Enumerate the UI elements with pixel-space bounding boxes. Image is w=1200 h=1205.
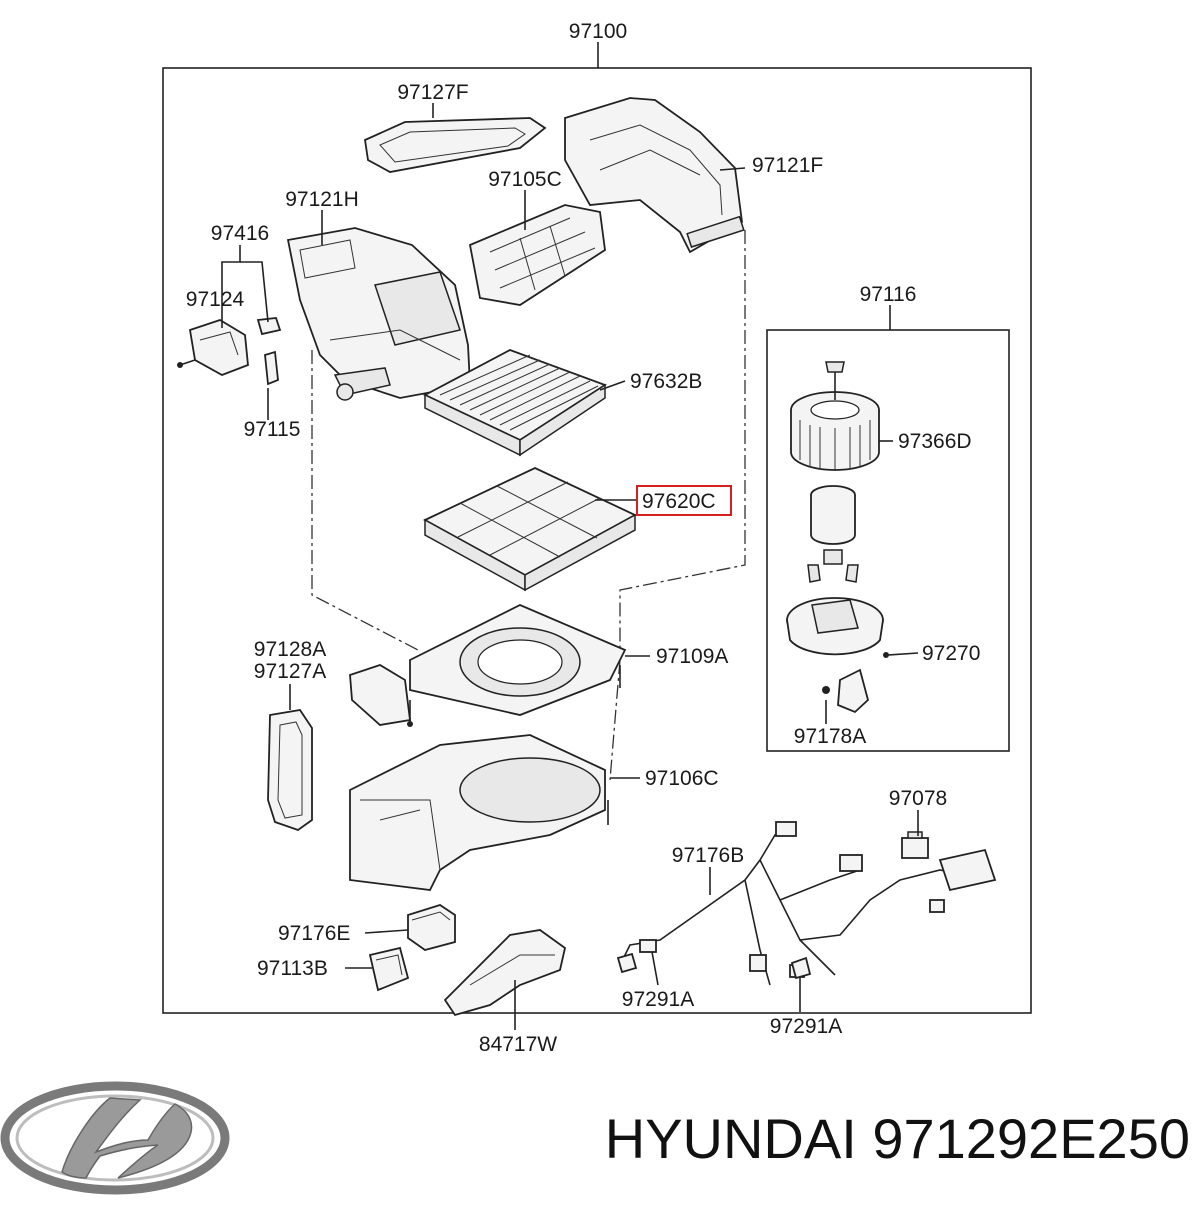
part-97127A-gasket <box>267 709 313 832</box>
label-97113B: 97113B <box>257 957 328 980</box>
label-97100: 97100 <box>569 20 627 43</box>
label-97620C: 97620C <box>642 490 716 513</box>
main-frame <box>162 67 1032 1014</box>
part-97109A-case <box>349 604 627 727</box>
hyundai-logo <box>0 1081 230 1195</box>
subassembly-frame <box>766 329 1010 752</box>
part-97121F-duct <box>564 97 745 254</box>
label-97127F: 97127F <box>397 81 468 104</box>
label-97632B: 97632B <box>630 370 702 393</box>
part-97105C-cover <box>468 204 606 306</box>
label-97291A-left: 97291A <box>622 988 694 1011</box>
label-84717W: 84717W <box>479 1033 557 1056</box>
part-97291A-clip-left <box>616 952 638 974</box>
label-97416: 97416 <box>211 222 269 245</box>
part-97176B-harness <box>619 821 997 986</box>
label-97176E: 97176E <box>278 922 350 945</box>
part-number-title: HYUNDAI 971292E250 <box>605 1107 1190 1170</box>
label-97109A: 97109A <box>656 645 728 668</box>
part-97124-actuator <box>177 319 249 376</box>
label-97127A: 97127A <box>254 660 326 683</box>
label-97116: 97116 <box>860 283 917 306</box>
part-97127F-gasket <box>364 117 547 173</box>
part-blower-motor <box>807 485 859 583</box>
label-97121F: 97121F <box>752 154 823 177</box>
part-97113B-connector <box>368 946 410 992</box>
label-97291A-right: 97291A <box>770 1015 842 1038</box>
part-84717W-bracket <box>443 929 567 1017</box>
part-97291A-clip-right <box>790 956 812 980</box>
leader-lines <box>221 103 919 1030</box>
label-97176B: 97176B <box>672 844 744 867</box>
label-97124: 97124 <box>186 288 245 311</box>
highlight-box <box>636 485 732 516</box>
part-97106C-lower-case <box>349 734 609 891</box>
label-97115: 97115 <box>244 418 301 441</box>
label-97106C: 97106C <box>645 767 719 790</box>
part-97178A-bracket <box>822 668 870 714</box>
label-97270: 97270 <box>922 642 980 665</box>
part-97121H-housing <box>286 227 471 401</box>
label-97128A: 97128A <box>254 638 326 661</box>
label-97366D: 97366D <box>898 430 972 453</box>
label-97105C: 97105C <box>488 168 562 191</box>
part-motor-housing <box>786 597 884 656</box>
part-97115-link <box>264 350 279 386</box>
part-97416-lever <box>256 317 282 336</box>
part-97270-screw <box>883 652 889 658</box>
label-97078: 97078 <box>889 787 947 810</box>
part-97620C-filter-frame <box>423 467 637 592</box>
label-97178A: 97178A <box>794 725 866 748</box>
part-97366D-fan <box>790 361 880 471</box>
label-97121H: 97121H <box>285 188 359 211</box>
part-97632B-filter <box>422 349 608 457</box>
part-97176E-resistor <box>407 904 456 951</box>
part-97078-relay <box>901 831 929 859</box>
